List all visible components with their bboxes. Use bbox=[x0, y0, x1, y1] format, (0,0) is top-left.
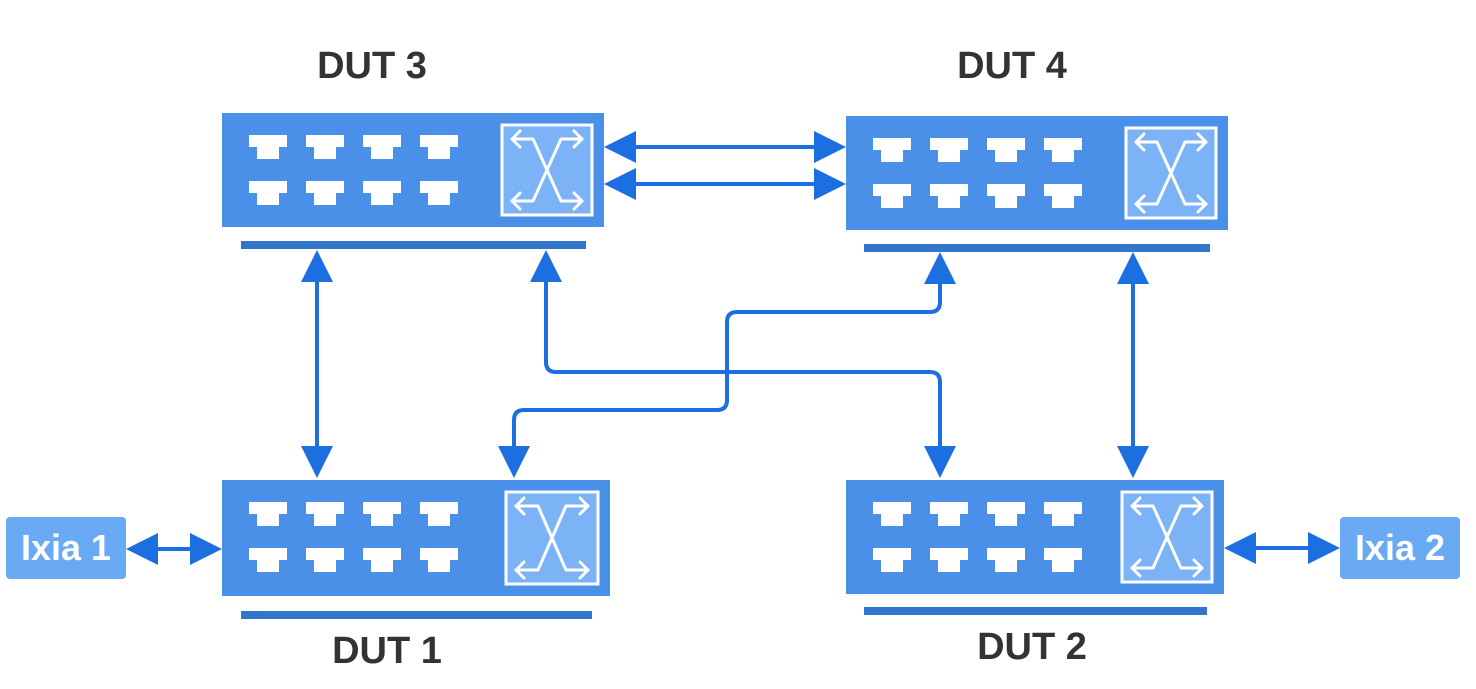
ethernet-port-icon bbox=[987, 502, 1025, 526]
ethernet-port-icon bbox=[363, 502, 401, 526]
ethernet-port-icon bbox=[930, 184, 968, 208]
ethernet-port-icon bbox=[930, 548, 968, 572]
ethernet-port-icon bbox=[1044, 184, 1082, 208]
dut3-label: DUT 3 bbox=[317, 45, 427, 87]
dut3-switch: DUT 3 bbox=[222, 45, 604, 249]
ethernet-port-icon bbox=[306, 502, 344, 526]
link-dut3-dut2 bbox=[530, 250, 956, 478]
ethernet-port-icon bbox=[873, 138, 911, 162]
ixia2-box bbox=[1340, 517, 1460, 579]
ethernet-port-icon bbox=[249, 181, 287, 205]
switch-fabric-icon bbox=[1124, 126, 1218, 220]
ethernet-port-icon bbox=[1044, 502, 1082, 526]
ethernet-port-icon bbox=[873, 184, 911, 208]
ethernet-port-icon bbox=[420, 181, 458, 205]
ethernet-port-icon bbox=[306, 548, 344, 572]
ethernet-port-icon bbox=[363, 548, 401, 572]
dut2-switch: DUT 2 bbox=[846, 480, 1224, 668]
ethernet-port-icon bbox=[930, 502, 968, 526]
dut2-label: DUT 2 bbox=[977, 626, 1087, 668]
link-dut4-dut1 bbox=[498, 252, 956, 478]
ethernet-port-icon bbox=[987, 138, 1025, 162]
ethernet-port-icon bbox=[420, 502, 458, 526]
dut2-base bbox=[864, 607, 1207, 615]
dut4-label: DUT 4 bbox=[957, 45, 1067, 87]
ethernet-port-icon bbox=[930, 138, 968, 162]
ixia2-endpoint: Ixia 2 bbox=[1340, 517, 1460, 579]
switch-fabric-icon bbox=[500, 123, 594, 217]
ethernet-port-icon bbox=[249, 135, 287, 159]
ixia1-label: Ixia 1 bbox=[21, 527, 111, 568]
ethernet-port-icon bbox=[249, 548, 287, 572]
ethernet-port-icon bbox=[1044, 548, 1082, 572]
switch-fabric-icon bbox=[504, 490, 600, 586]
network-switch-icon bbox=[222, 113, 604, 227]
network-switch-icon bbox=[222, 480, 610, 596]
dut1-label: DUT 1 bbox=[332, 630, 442, 672]
dut4-switch: DUT 4 bbox=[846, 45, 1228, 252]
ethernet-port-icon bbox=[1044, 138, 1082, 162]
dut1-switch: DUT 1 bbox=[222, 480, 610, 672]
ethernet-port-icon bbox=[306, 135, 344, 159]
ethernet-port-icon bbox=[873, 502, 911, 526]
network-switch-icon bbox=[846, 480, 1224, 594]
switch-fabric-icon bbox=[1120, 490, 1214, 584]
ethernet-port-icon bbox=[987, 184, 1025, 208]
ethernet-port-icon bbox=[420, 135, 458, 159]
ethernet-port-icon bbox=[873, 548, 911, 572]
links-layer bbox=[126, 131, 1340, 565]
ethernet-port-icon bbox=[363, 181, 401, 205]
ethernet-port-icon bbox=[306, 181, 344, 205]
dut1-base bbox=[241, 611, 592, 619]
dut3-base bbox=[241, 241, 586, 249]
ethernet-port-icon bbox=[363, 135, 401, 159]
ethernet-port-icon bbox=[987, 548, 1025, 572]
ethernet-port-icon bbox=[249, 502, 287, 526]
ethernet-port-icon bbox=[420, 548, 458, 572]
ixia1-box bbox=[6, 517, 126, 579]
dut4-base bbox=[864, 244, 1210, 252]
ixia2-label: Ixia 2 bbox=[1355, 527, 1445, 568]
ixia1-endpoint: Ixia 1 bbox=[6, 517, 126, 579]
network-switch-icon bbox=[846, 116, 1228, 230]
